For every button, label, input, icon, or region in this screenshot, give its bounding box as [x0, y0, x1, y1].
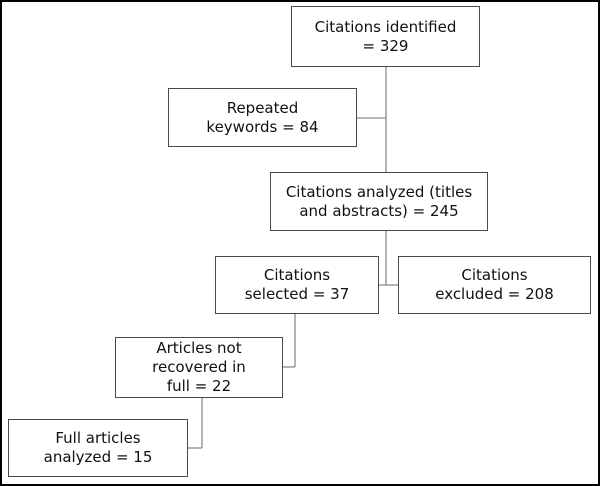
- citations-selected-label: Citations selected = 37: [244, 266, 350, 303]
- citations-excluded-box: Citations excluded = 208: [398, 256, 591, 314]
- citations-excluded-label: Citations excluded = 208: [435, 266, 554, 303]
- articles-not-recovered-box: Articles not recovered in full = 22: [115, 337, 283, 398]
- citations-identified-label: Citations identified = 329: [314, 17, 457, 55]
- full-articles-analyzed-label: Full articles analyzed = 15: [43, 429, 153, 466]
- repeated-keywords-label: Repeated keywords = 84: [206, 98, 319, 136]
- citations-analyzed-box: Citations analyzed (titles and abstracts…: [270, 172, 488, 231]
- repeated-keywords-box: Repeated keywords = 84: [168, 88, 357, 147]
- citations-selected-box: Citations selected = 37: [215, 256, 379, 314]
- full-articles-analyzed-box: Full articles analyzed = 15: [8, 419, 188, 477]
- articles-not-recovered-label: Articles not recovered in full = 22: [152, 339, 246, 395]
- citations-identified-box: Citations identified = 329: [291, 6, 480, 67]
- citations-analyzed-label: Citations analyzed (titles and abstracts…: [285, 182, 473, 220]
